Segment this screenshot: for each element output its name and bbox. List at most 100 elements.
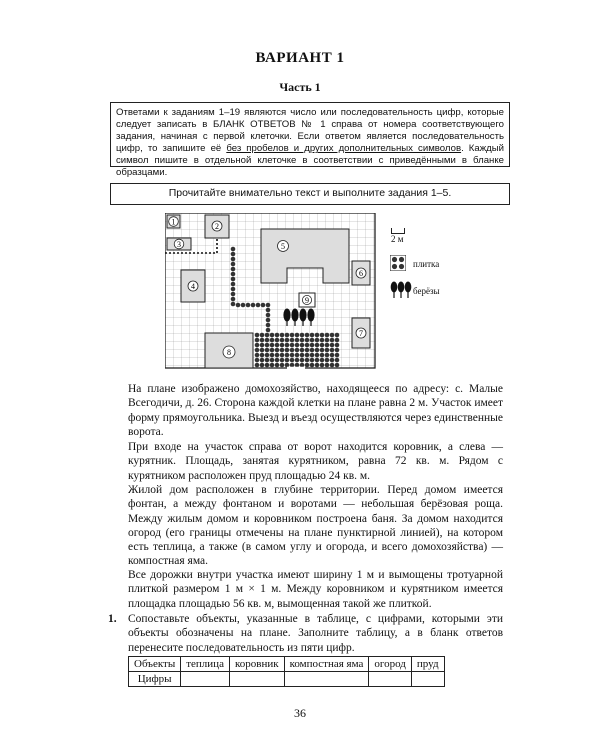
svg-text:4: 4	[191, 282, 195, 291]
digit-cell[interactable]	[368, 671, 412, 687]
tile	[264, 337, 270, 343]
tile	[309, 332, 315, 338]
page-number: 36	[294, 706, 306, 720]
instruction-box: Ответами к заданиям 1–19 являются число …	[110, 102, 510, 178]
digit-cell[interactable]	[283, 671, 370, 687]
object-cell: компостная яма	[283, 656, 370, 672]
tile	[309, 337, 315, 343]
svg-text:3: 3	[177, 240, 181, 249]
tile	[314, 352, 320, 358]
tile	[289, 347, 295, 353]
tile	[299, 362, 305, 368]
tile	[259, 352, 265, 358]
plan-object-9: 9	[298, 292, 316, 308]
tile	[324, 337, 330, 343]
tile	[259, 332, 265, 338]
birch-tree	[299, 308, 307, 326]
tile	[269, 357, 275, 363]
tile	[254, 332, 260, 338]
tile	[259, 357, 265, 363]
tile	[259, 342, 265, 348]
birch-grove	[283, 308, 315, 326]
tile	[254, 342, 260, 348]
tile	[254, 347, 260, 353]
tile	[319, 362, 325, 368]
plan-object-7: 7	[351, 317, 371, 349]
tile	[269, 347, 275, 353]
tile	[319, 337, 325, 343]
part-heading: Часть 1	[279, 80, 321, 94]
plan-object-5: 5	[260, 228, 350, 284]
tile	[329, 362, 335, 368]
tile	[299, 352, 305, 358]
tile	[255, 302, 261, 308]
tile	[314, 357, 320, 363]
tile	[309, 362, 315, 368]
digit-cell[interactable]	[228, 671, 285, 687]
tile	[279, 357, 285, 363]
digit-cell[interactable]	[410, 671, 445, 687]
object-cell: пруд	[410, 656, 445, 672]
birch-tree	[307, 308, 315, 326]
tile	[230, 266, 236, 272]
tile	[230, 256, 236, 262]
tile-legend-label: плитка	[413, 259, 440, 269]
tile	[269, 337, 275, 343]
tile	[294, 352, 300, 358]
tile	[329, 352, 335, 358]
tile	[299, 332, 305, 338]
tile	[279, 332, 285, 338]
tile	[294, 337, 300, 343]
tile	[274, 342, 280, 348]
tile	[304, 337, 310, 343]
tile	[265, 327, 271, 333]
garden-boundary	[165, 213, 218, 254]
svg-text:1: 1	[172, 218, 176, 227]
digit-cell[interactable]	[180, 671, 230, 687]
plan-legend: 2 м плитка берёзы	[388, 225, 478, 315]
tile	[254, 337, 260, 343]
tile	[264, 362, 270, 368]
tile	[334, 362, 340, 368]
tile	[284, 352, 290, 358]
tile	[289, 337, 295, 343]
tile	[289, 357, 295, 363]
text-paragraph-3: Жилой дом расположен в глубине территори…	[128, 484, 503, 568]
tile	[274, 332, 280, 338]
tile	[245, 302, 251, 308]
instruction-underlined: без пробелов и других дополнительных сим…	[226, 143, 462, 155]
tile	[269, 362, 275, 368]
plan-object-8: 8	[204, 332, 254, 369]
table-row: Объекты теплица коровник компостная яма …	[127, 656, 445, 672]
tile	[314, 362, 320, 368]
instruction-text-2: . Каждый символ пишите в отдельной клето…	[116, 143, 504, 179]
svg-text:8: 8	[227, 348, 231, 357]
tile	[304, 347, 310, 353]
tile	[284, 342, 290, 348]
tile	[250, 302, 256, 308]
tile	[334, 337, 340, 343]
tile	[230, 291, 236, 297]
svg-text:2: 2	[215, 222, 219, 231]
tile	[319, 357, 325, 363]
plan-object-4: 4	[180, 269, 206, 303]
tile	[265, 302, 271, 308]
tile	[319, 342, 325, 348]
tile	[289, 352, 295, 358]
tile	[259, 347, 265, 353]
tile	[274, 362, 280, 368]
plan-object-1: 1	[166, 214, 181, 229]
tile	[329, 347, 335, 353]
tile	[265, 312, 271, 318]
tile	[230, 281, 236, 287]
answer-table: Объекты теплица коровник компостная яма …	[127, 656, 445, 687]
tile	[274, 357, 280, 363]
tile	[259, 362, 265, 368]
tile	[230, 251, 236, 257]
read-prompt-box: Прочитайте внимательно текст и выполните…	[110, 183, 510, 205]
tile	[329, 337, 335, 343]
tile	[304, 332, 310, 338]
svg-text:9: 9	[305, 296, 309, 305]
tile	[299, 357, 305, 363]
row-header-objects: Объекты	[127, 656, 182, 672]
